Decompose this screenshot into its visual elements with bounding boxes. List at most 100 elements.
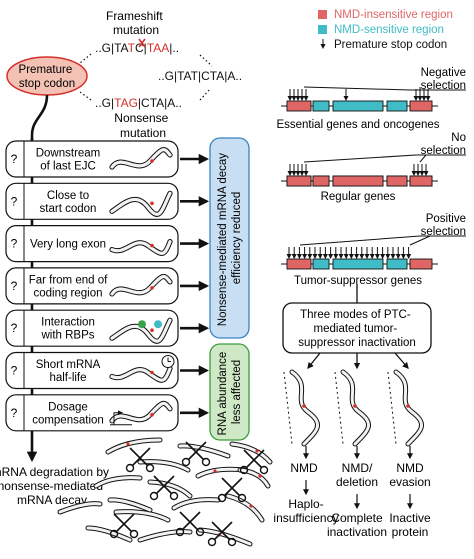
scissors-handle [259,465,269,475]
sequence-part: |CTA|A.. [138,96,182,110]
mrna-strand-fill [290,370,319,446]
abundance-box-text: RNA abundance less affected [217,349,243,436]
mechanism-question-mark: ? [11,194,18,208]
mechanism-question-mark: ? [11,279,18,293]
mrna-fragment-fill [108,498,152,512]
allele-dotted-line [334,371,344,445]
sequence-part: TAA [147,41,169,55]
premature-stop-codon-label: Premature stop codon [19,64,76,90]
selection-label-line: No [451,132,466,144]
outcome-mode-line: NMD [396,461,424,475]
legend-label: NMD-sensitive region [334,24,444,36]
sequence-part: TAG [114,96,138,110]
exon-block [409,175,433,187]
outcome-result-line: Haplo- [288,497,323,511]
mrna-glyph-fill [110,148,172,169]
scissors-blade [223,477,243,497]
mrna-fragment-fill [230,442,272,464]
exon-block [312,258,330,270]
sequence-part: T [191,69,199,83]
mechanism-row: ?Very long exon [5,225,210,263]
scissors-blade [211,521,231,541]
scissors-handle [181,457,191,467]
ptc-marker [150,201,154,206]
scissors-handle [239,465,249,475]
scissors-handle [195,527,205,537]
mrna-glyph-fill [110,318,172,343]
outcome-result-line: insufficiency [273,511,338,525]
allele-dotted-line [283,371,293,445]
exon-block [286,100,312,112]
allele-dotted-line [387,371,397,445]
efficiency-box-frame [209,137,250,339]
nonsense-sequence: ..G|TAG|CTA|A.. [95,96,182,110]
outcome-mode-line: NMD [290,461,318,475]
mechanism-question-mark: ? [11,321,18,335]
mechanism-box [5,394,179,432]
exon-block [386,100,408,112]
mechanism-question-mark: ? [11,237,18,251]
scissors-blade [113,513,133,533]
abundance-box: RNA abundance less affected [209,343,250,441]
rbp-blob [138,320,146,329]
scissors-blade [129,447,149,467]
scissors-blade [153,475,173,495]
selection-bracket [303,86,466,91]
mrna-fragment-fill [58,502,102,514]
mechanism-label-line: Interaction [41,317,95,329]
mechanism-label-line: Dosage [48,401,88,413]
mrna-fragment-fill [94,476,142,488]
scissors-icon [175,511,205,537]
ptc-marker [150,286,154,290]
outcome-result-line: protein [392,525,429,539]
exon-block [312,175,330,187]
scissors-handle [207,537,217,547]
nonsense-title: Nonsense mutation [114,111,171,140]
mrna-fragment-fill [106,438,162,454]
mrna-fragment-fill [86,526,132,542]
deletion-mark [138,38,146,48]
rbp-blob [154,320,162,329]
selection-label-line: Negative [421,67,466,79]
selection-bracket [303,154,466,163]
mrna-fragment-fill [138,530,192,542]
outcome-mode-line: NMD/ [342,461,373,475]
legend-item: NMD-insensitive region [318,9,453,21]
scissors-blade [213,521,233,541]
scissors-handle [217,493,227,503]
scissors-blade [131,447,151,467]
ptc-marker [249,504,253,508]
scissors-icon [217,477,247,503]
degradation-label: mRNA degradation by nonsense-mediated mR… [0,465,112,507]
frameshift-title: Frameshift mutation [106,9,166,37]
mechanism-question-mark: ? [11,364,18,378]
mutation-panel: Frameshift mutation ..G|TATC|TAA|.. ..G|… [6,9,242,140]
scissors-handle [125,463,135,473]
ptc-marker [406,404,410,408]
scissors-handle [169,491,179,501]
mrna-glyph-fill [110,366,172,382]
selection-label-line: selection [421,80,466,92]
mrna-fragment-fill [226,494,264,522]
mrna-fragment-fill [114,510,170,522]
scissors-handle [237,493,247,503]
legend-item: Premature stop codon [320,39,447,51]
mrna-glyph-fill [110,401,172,423]
ptc-marker [150,370,154,375]
mechanism-label-line: Far from end of [29,274,108,286]
